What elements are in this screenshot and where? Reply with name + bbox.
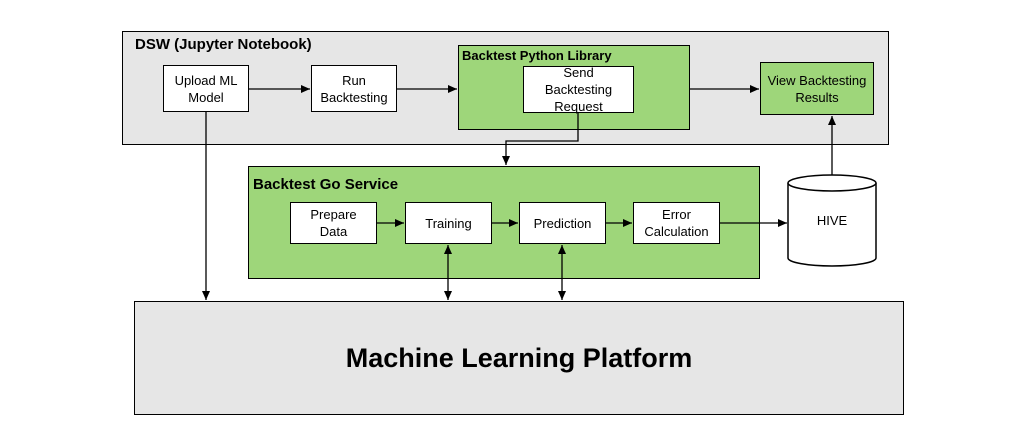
machine-learning-platform: Machine Learning Platform <box>134 301 904 415</box>
upload-ml-model-node: Upload ML Model <box>163 65 249 112</box>
prediction-node: Prediction <box>519 202 606 244</box>
arrow-request-to-service <box>502 113 579 165</box>
training-node: Training <box>405 202 492 244</box>
prepare-data-node: Prepare Data <box>290 202 377 244</box>
send-backtesting-request-node: Send Backtesting Request <box>523 65 634 114</box>
hive-label: HIVE <box>816 213 848 228</box>
dsw-title: DSW (Jupyter Notebook) <box>135 36 312 53</box>
run-backtesting-node: Run Backtesting <box>311 65 397 112</box>
python-library-title: Backtest Python Library <box>462 48 612 63</box>
error-calculation-node: Error Calculation <box>633 202 720 244</box>
hive-database-icon <box>787 174 877 267</box>
view-backtesting-results-node: View Backtesting Results <box>760 62 874 115</box>
python-library-container <box>458 45 690 130</box>
go-service-title: Backtest Go Service <box>253 176 399 193</box>
